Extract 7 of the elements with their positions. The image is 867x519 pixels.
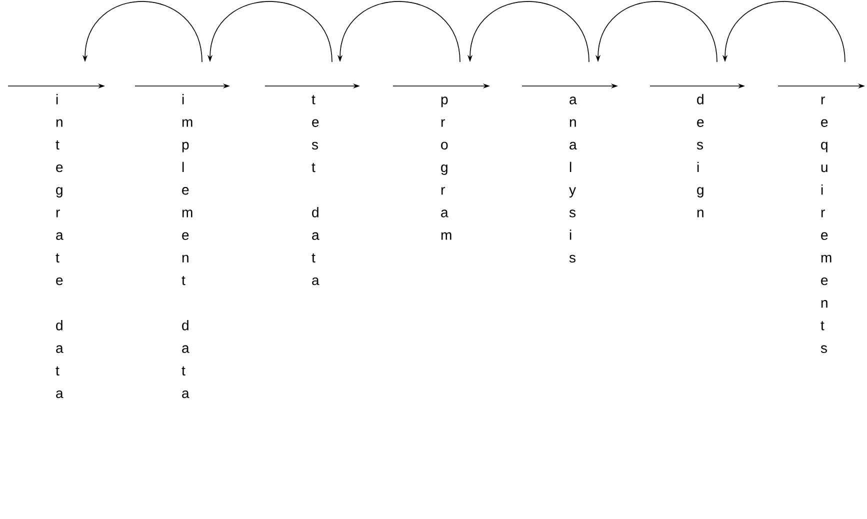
vertical-label: analysis <box>569 96 577 263</box>
vertical-label: design <box>696 94 704 218</box>
vertical-label: test data <box>312 95 320 286</box>
vertical-label: program <box>441 96 452 240</box>
vertical-label: requirements <box>820 96 832 353</box>
vertical-label: integrate data <box>56 94 64 398</box>
vertical-label: implement data <box>182 94 192 398</box>
